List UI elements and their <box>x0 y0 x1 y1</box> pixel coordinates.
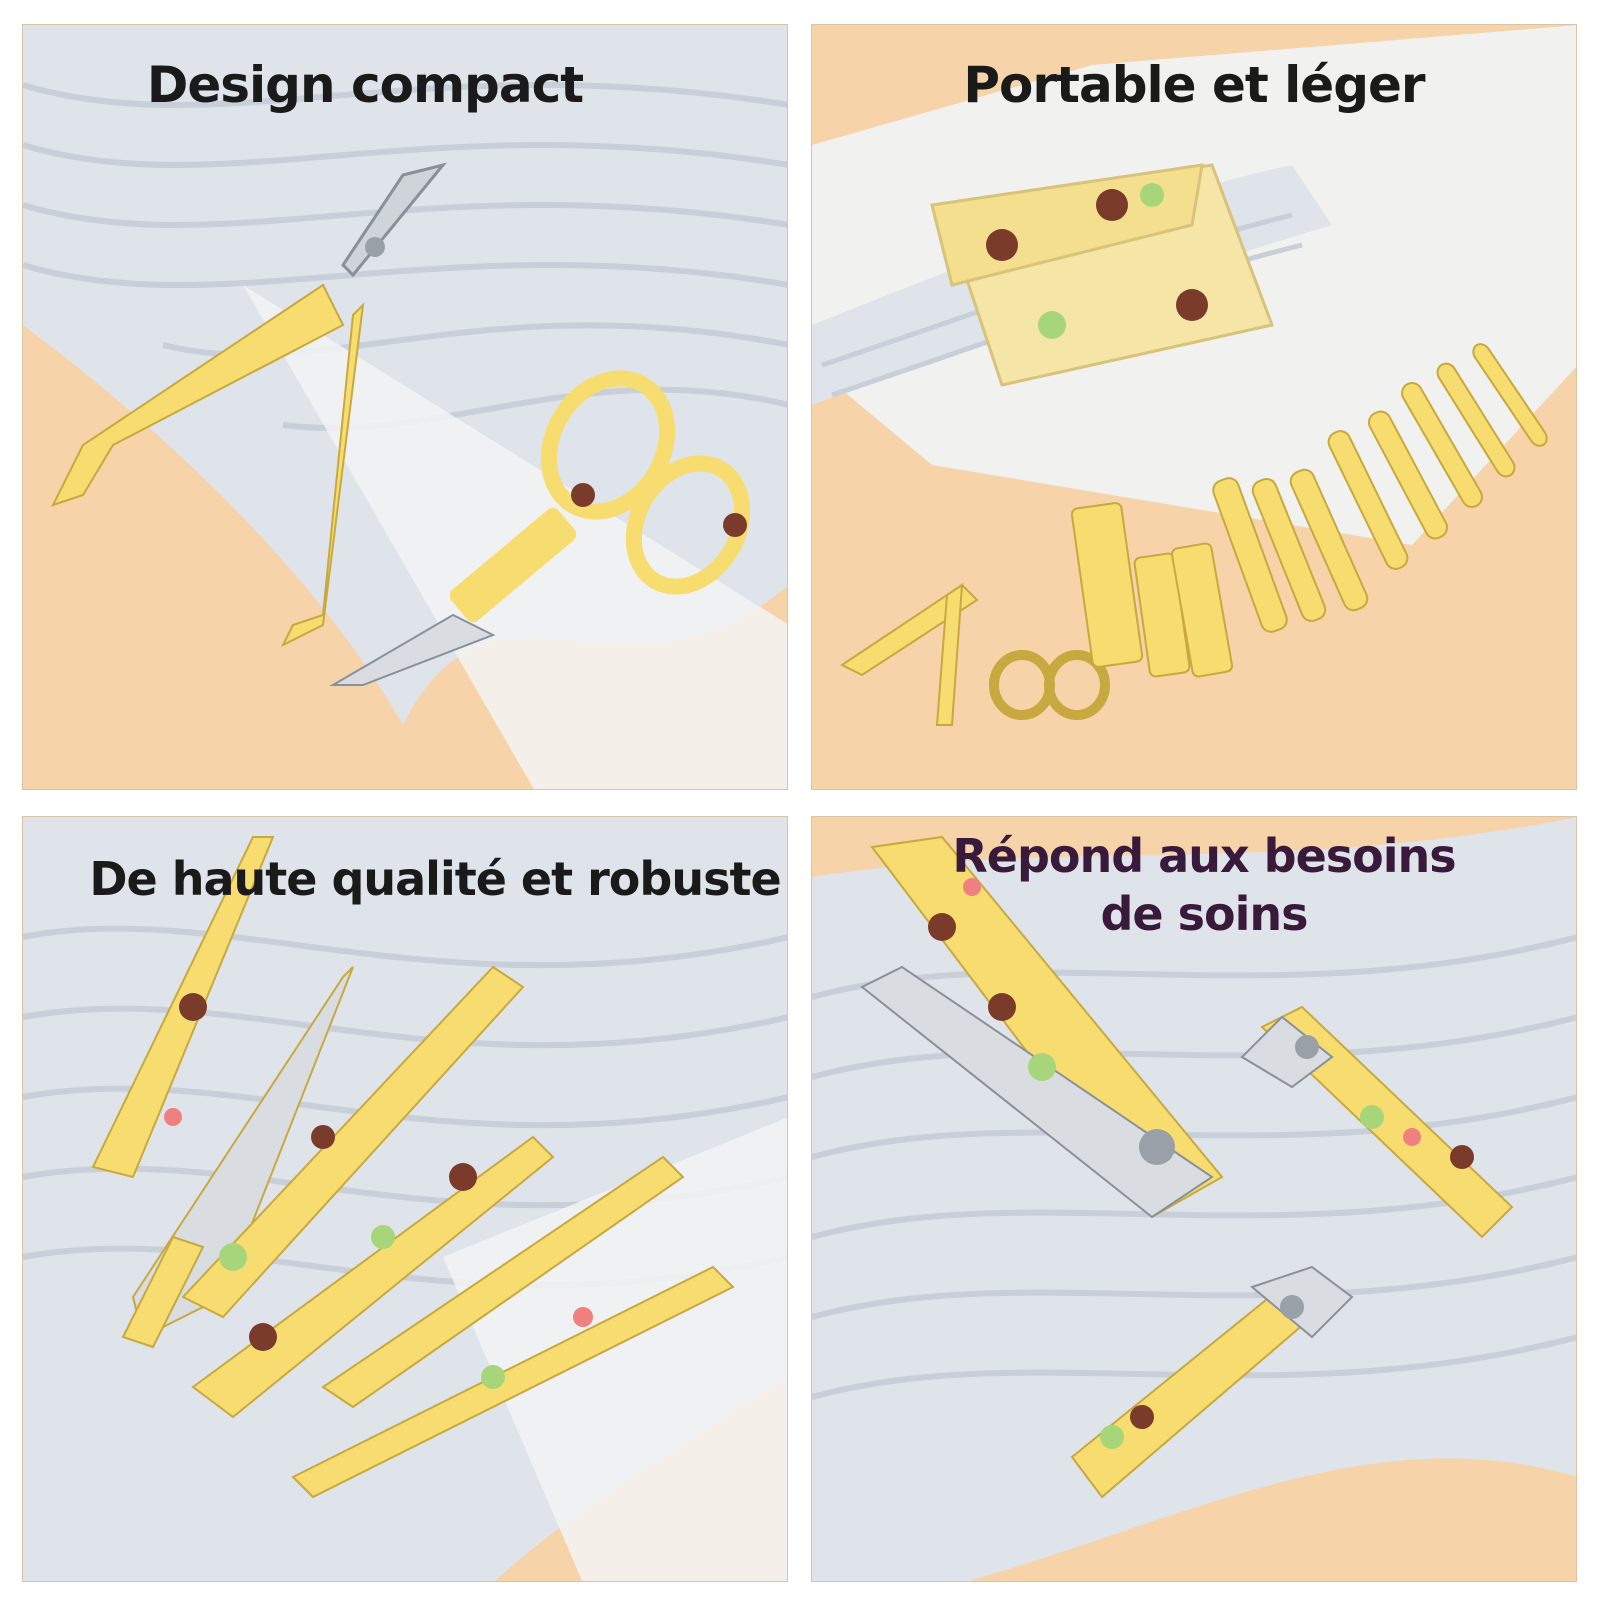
tool-group <box>91 836 735 1499</box>
photo-panel-quality: De haute qualité et robuste <box>22 816 788 1582</box>
large-nail-clipper <box>860 835 1224 1219</box>
photo-panel-portable: Portable et léger <box>811 24 1577 790</box>
panel-caption: Portable et léger <box>963 56 1425 114</box>
tool-set-row <box>840 343 1548 726</box>
compact-tools-photo <box>23 25 787 789</box>
cuticle-nipper <box>51 162 448 648</box>
panel-caption: Design compact <box>146 56 584 114</box>
panel-caption: Répond aux besoins de soins <box>952 829 1456 941</box>
travel-pouch <box>930 163 1275 387</box>
panel-caption: De haute qualité et robuste <box>89 852 781 906</box>
quality-tools-photo <box>23 817 787 1581</box>
print-accents <box>928 878 1474 1449</box>
nail-clippers-photo <box>812 817 1576 1581</box>
print-accents <box>164 993 593 1389</box>
portable-kit-photo <box>812 25 1576 789</box>
nail-scissors <box>329 370 751 686</box>
small-nail-clipper <box>1070 1265 1354 1499</box>
photo-panel-compact: Design compact <box>22 24 788 790</box>
medium-nail-clipper <box>1240 1005 1514 1239</box>
photo-panel-care: Répond aux besoins de soins <box>811 816 1577 1582</box>
